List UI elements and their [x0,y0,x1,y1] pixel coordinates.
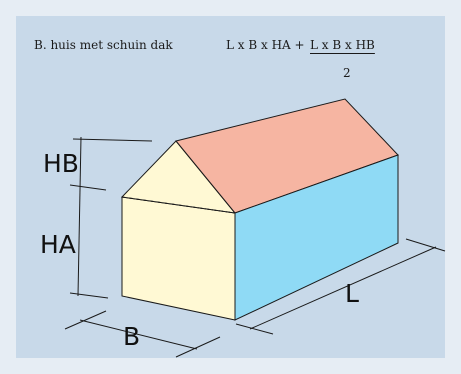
l-right-tick [405,238,446,252]
b-dimension-line [79,319,198,350]
formula-numerator: L x B x HB [310,38,375,52]
label-l: L [345,279,359,308]
gable-wall [121,196,236,321]
label-b: B [123,322,140,351]
height-dimension-line [77,136,82,297]
l-left-tick [235,323,274,335]
label-hb: HB [43,149,79,178]
ha-top-extension [69,184,107,191]
eave-dashed-line [121,196,236,214]
b-right-tick [175,336,221,358]
ha-bottom-extension [69,292,109,299]
formula-denominator: 2 [343,66,351,80]
formula-first-term: L x B x HA + [226,38,305,52]
b-left-tick [64,310,107,330]
hb-top-extension [72,138,153,142]
label-ha: HA [40,230,76,259]
figure-caption: B. huis met schuin dak [34,38,173,52]
l-dimension-line [249,246,437,330]
side-wall [234,154,399,321]
